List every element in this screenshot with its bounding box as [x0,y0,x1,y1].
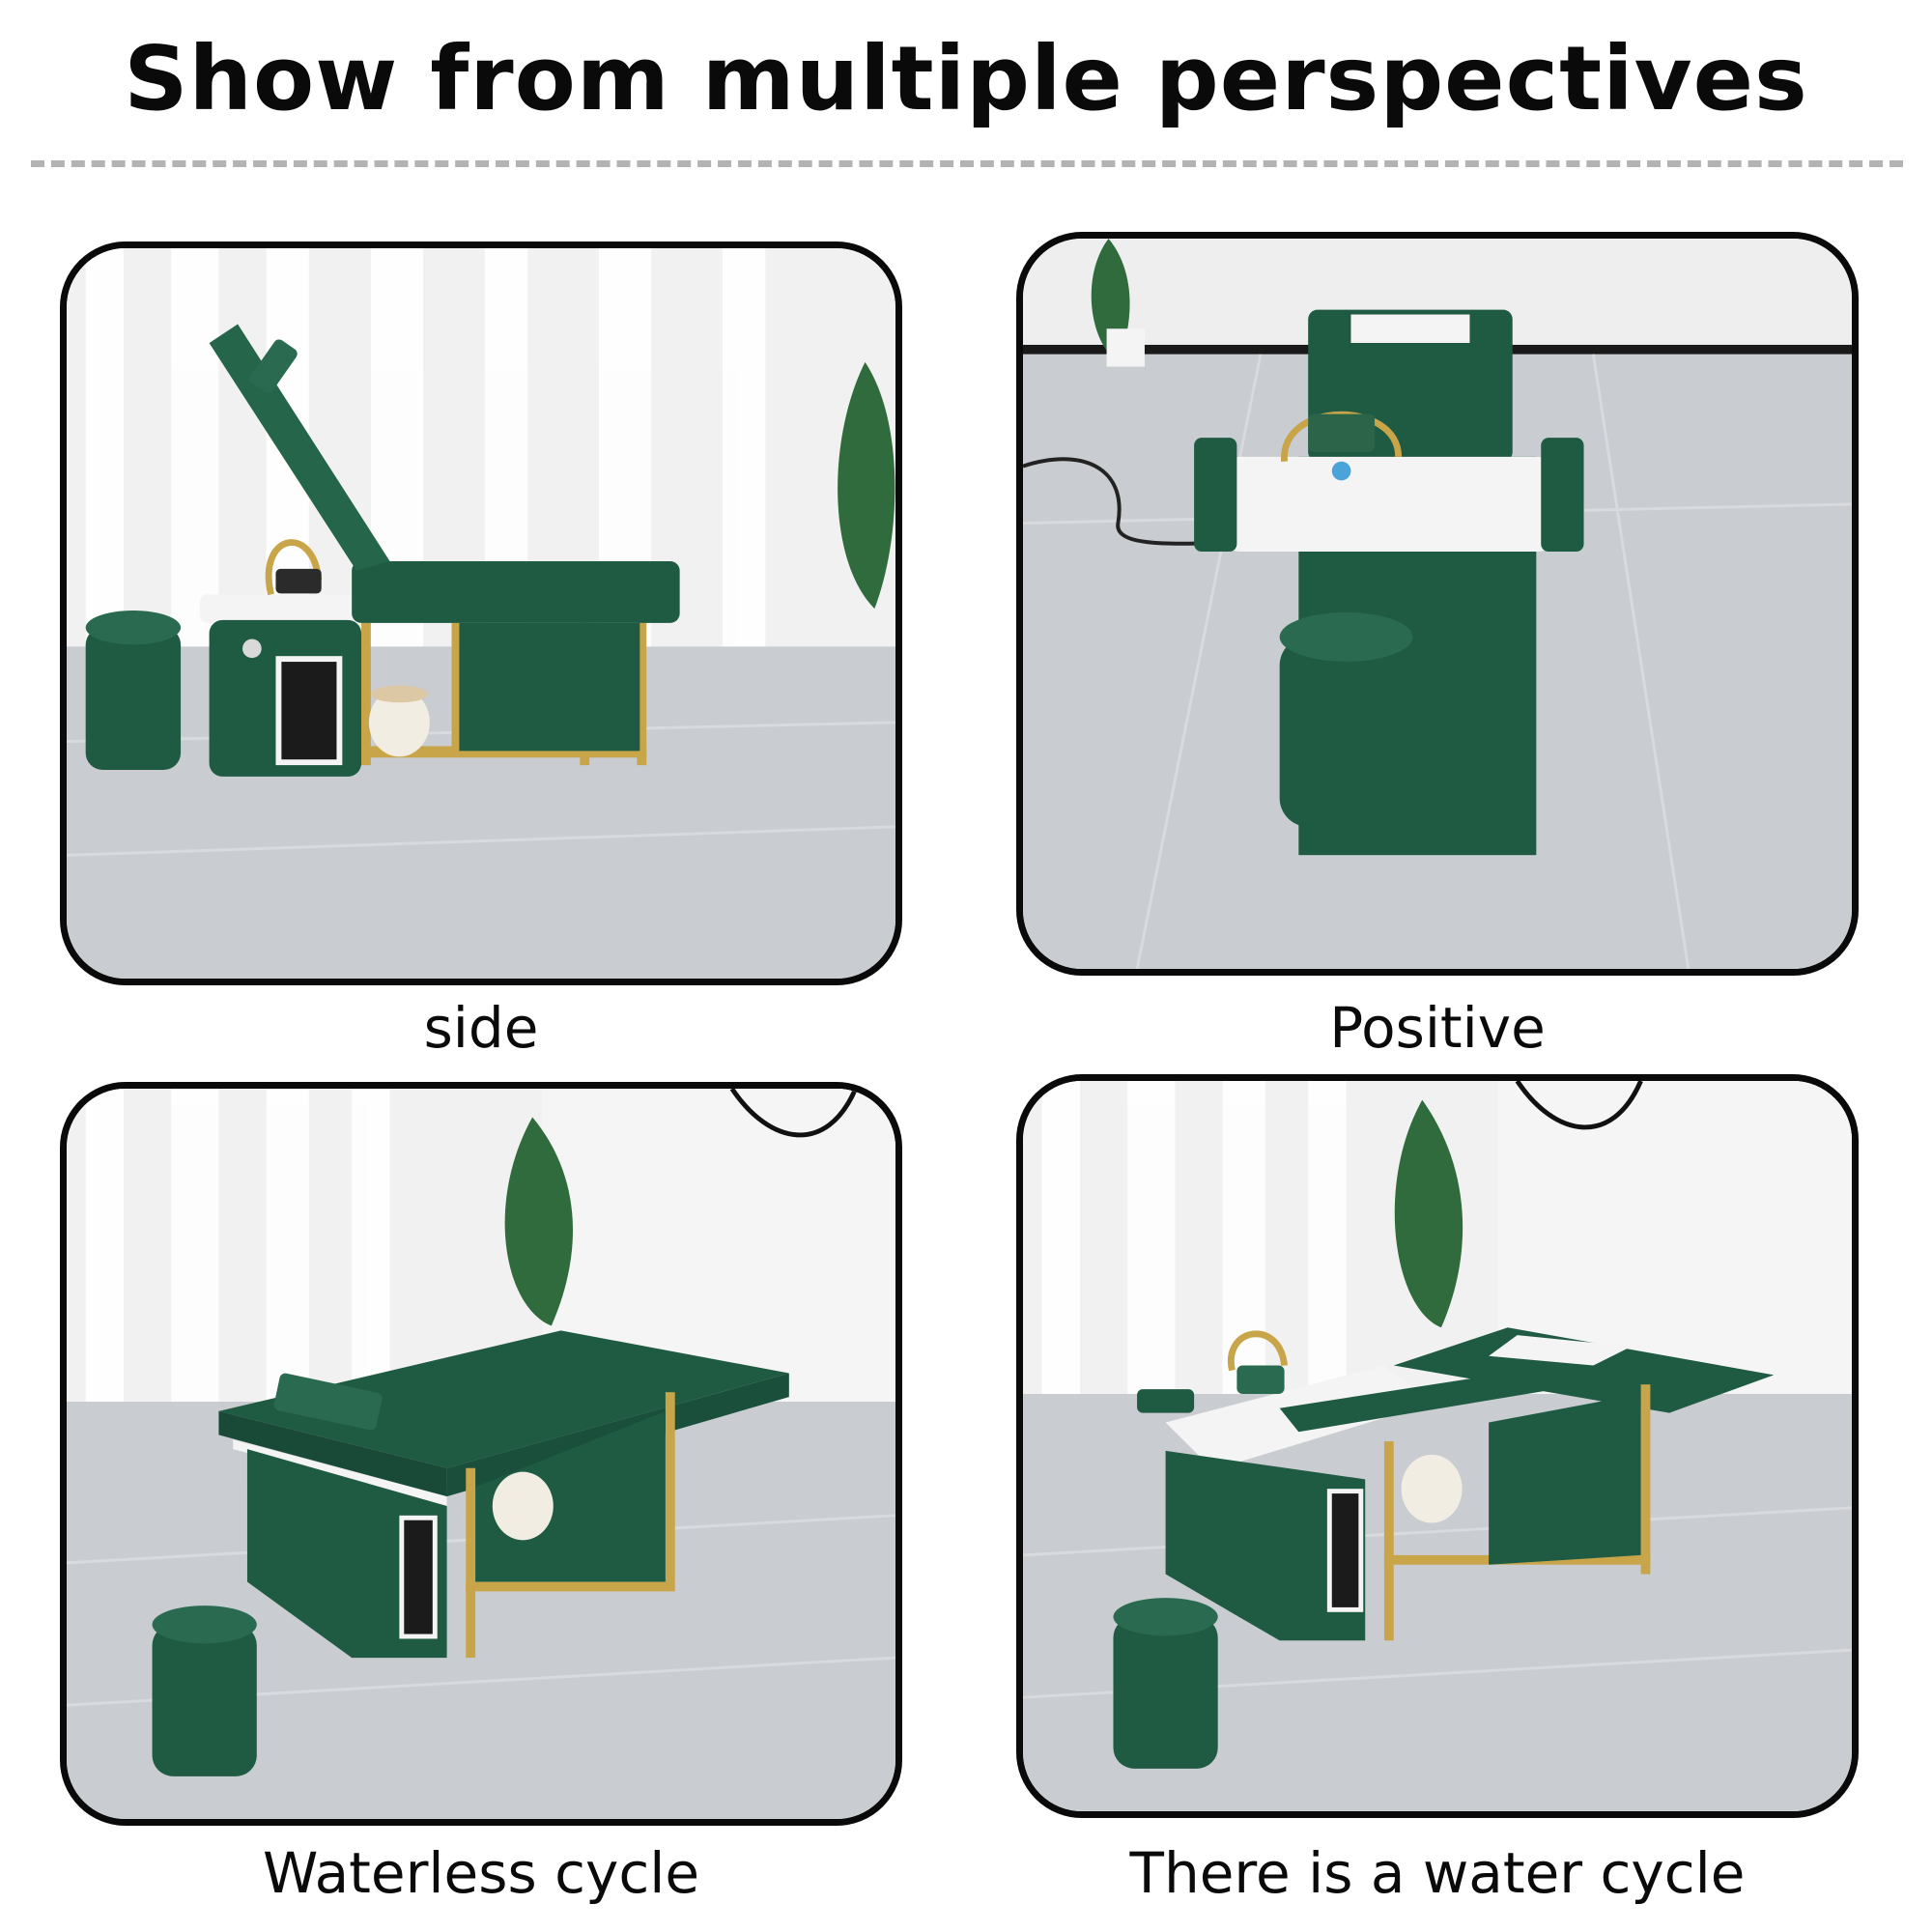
photo-side-view [60,242,902,985]
page-title: Show from multiple perspectives [124,27,1808,130]
caption-water-cycle: There is a water cycle [1129,1840,1746,1906]
photo-water-cycle [1016,1074,1859,1818]
waterless-illustration [67,1089,895,1819]
caption-side: side [423,995,539,1061]
caption-positive: Positive [1329,995,1546,1061]
water-cycle-illustration [1023,1081,1852,1811]
front-view-illustration [1023,239,1852,969]
photo-front-view [1016,232,1859,976]
dashed-divider [31,160,1903,167]
side-view-illustration [67,248,895,979]
photo-waterless-cycle [60,1082,902,1826]
caption-waterless-cycle: Waterless cycle [262,1840,700,1906]
